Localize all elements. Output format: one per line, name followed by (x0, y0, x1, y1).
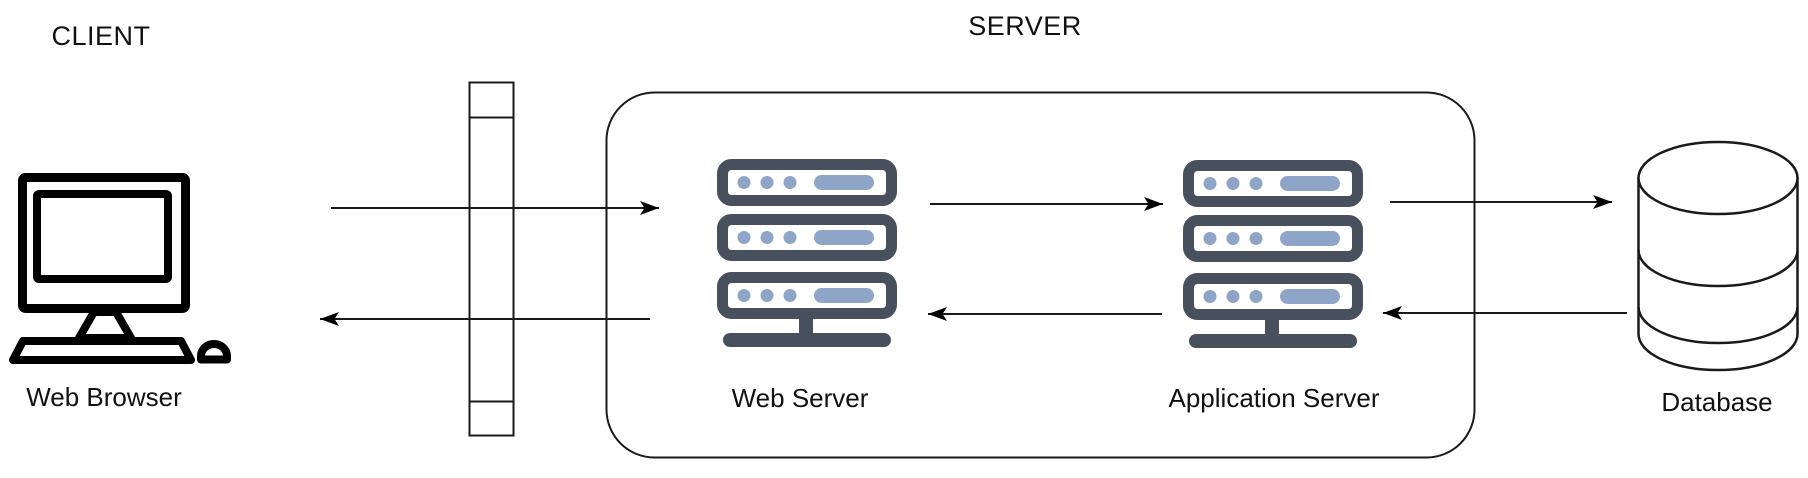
node-label-database: Database (1661, 387, 1773, 417)
node-label-application-server: Application Server (1168, 383, 1380, 413)
network-boundary-bar (468, 81, 515, 437)
desktop-computer-icon (9, 173, 231, 364)
server-section-label: SERVER (968, 11, 1082, 41)
server-rack-icon (723, 165, 892, 348)
node-label-web-server: Web Server (731, 383, 869, 413)
server-group-box (605, 91, 1476, 459)
connection-arrows (320, 195, 1627, 326)
database-cylinder-icon (1637, 140, 1799, 372)
server-rack-icon (1189, 166, 1358, 349)
client-section-label: CLIENT (51, 21, 151, 51)
node-label-web-browser: Web Browser (26, 382, 182, 412)
